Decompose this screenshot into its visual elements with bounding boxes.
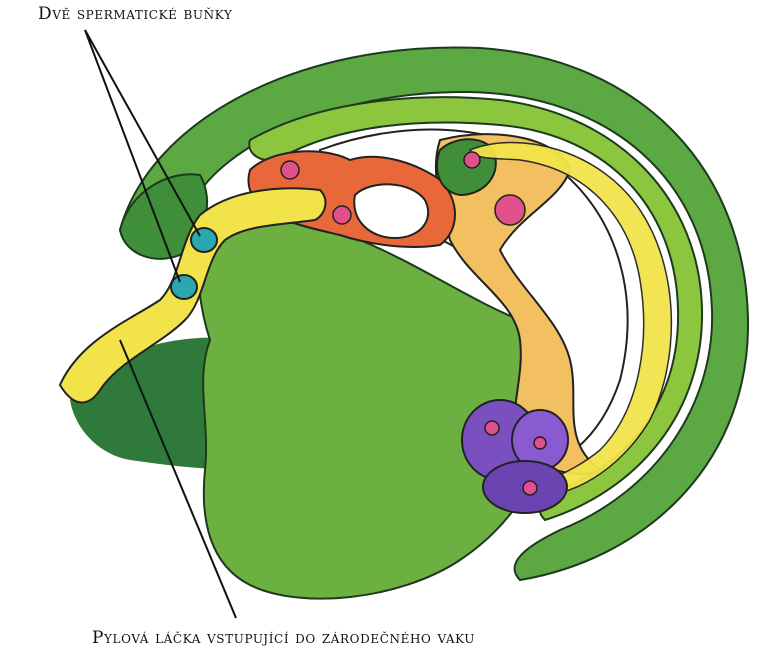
nucleus [281,161,299,179]
egg-nucleus [485,421,499,435]
sperm-cell-lower [171,275,197,299]
nucleus [464,152,480,168]
egg-nucleus [523,481,537,495]
label-pollen-tube: Pylová láčka vstupující do zárodečného v… [92,628,475,648]
nucleus [333,206,351,224]
sperm-cell-upper [191,228,217,252]
egg-nucleus [534,437,546,449]
polar-nucleus [495,195,525,225]
label-sperm-cells: Dvě spermatické buňky [38,4,233,24]
